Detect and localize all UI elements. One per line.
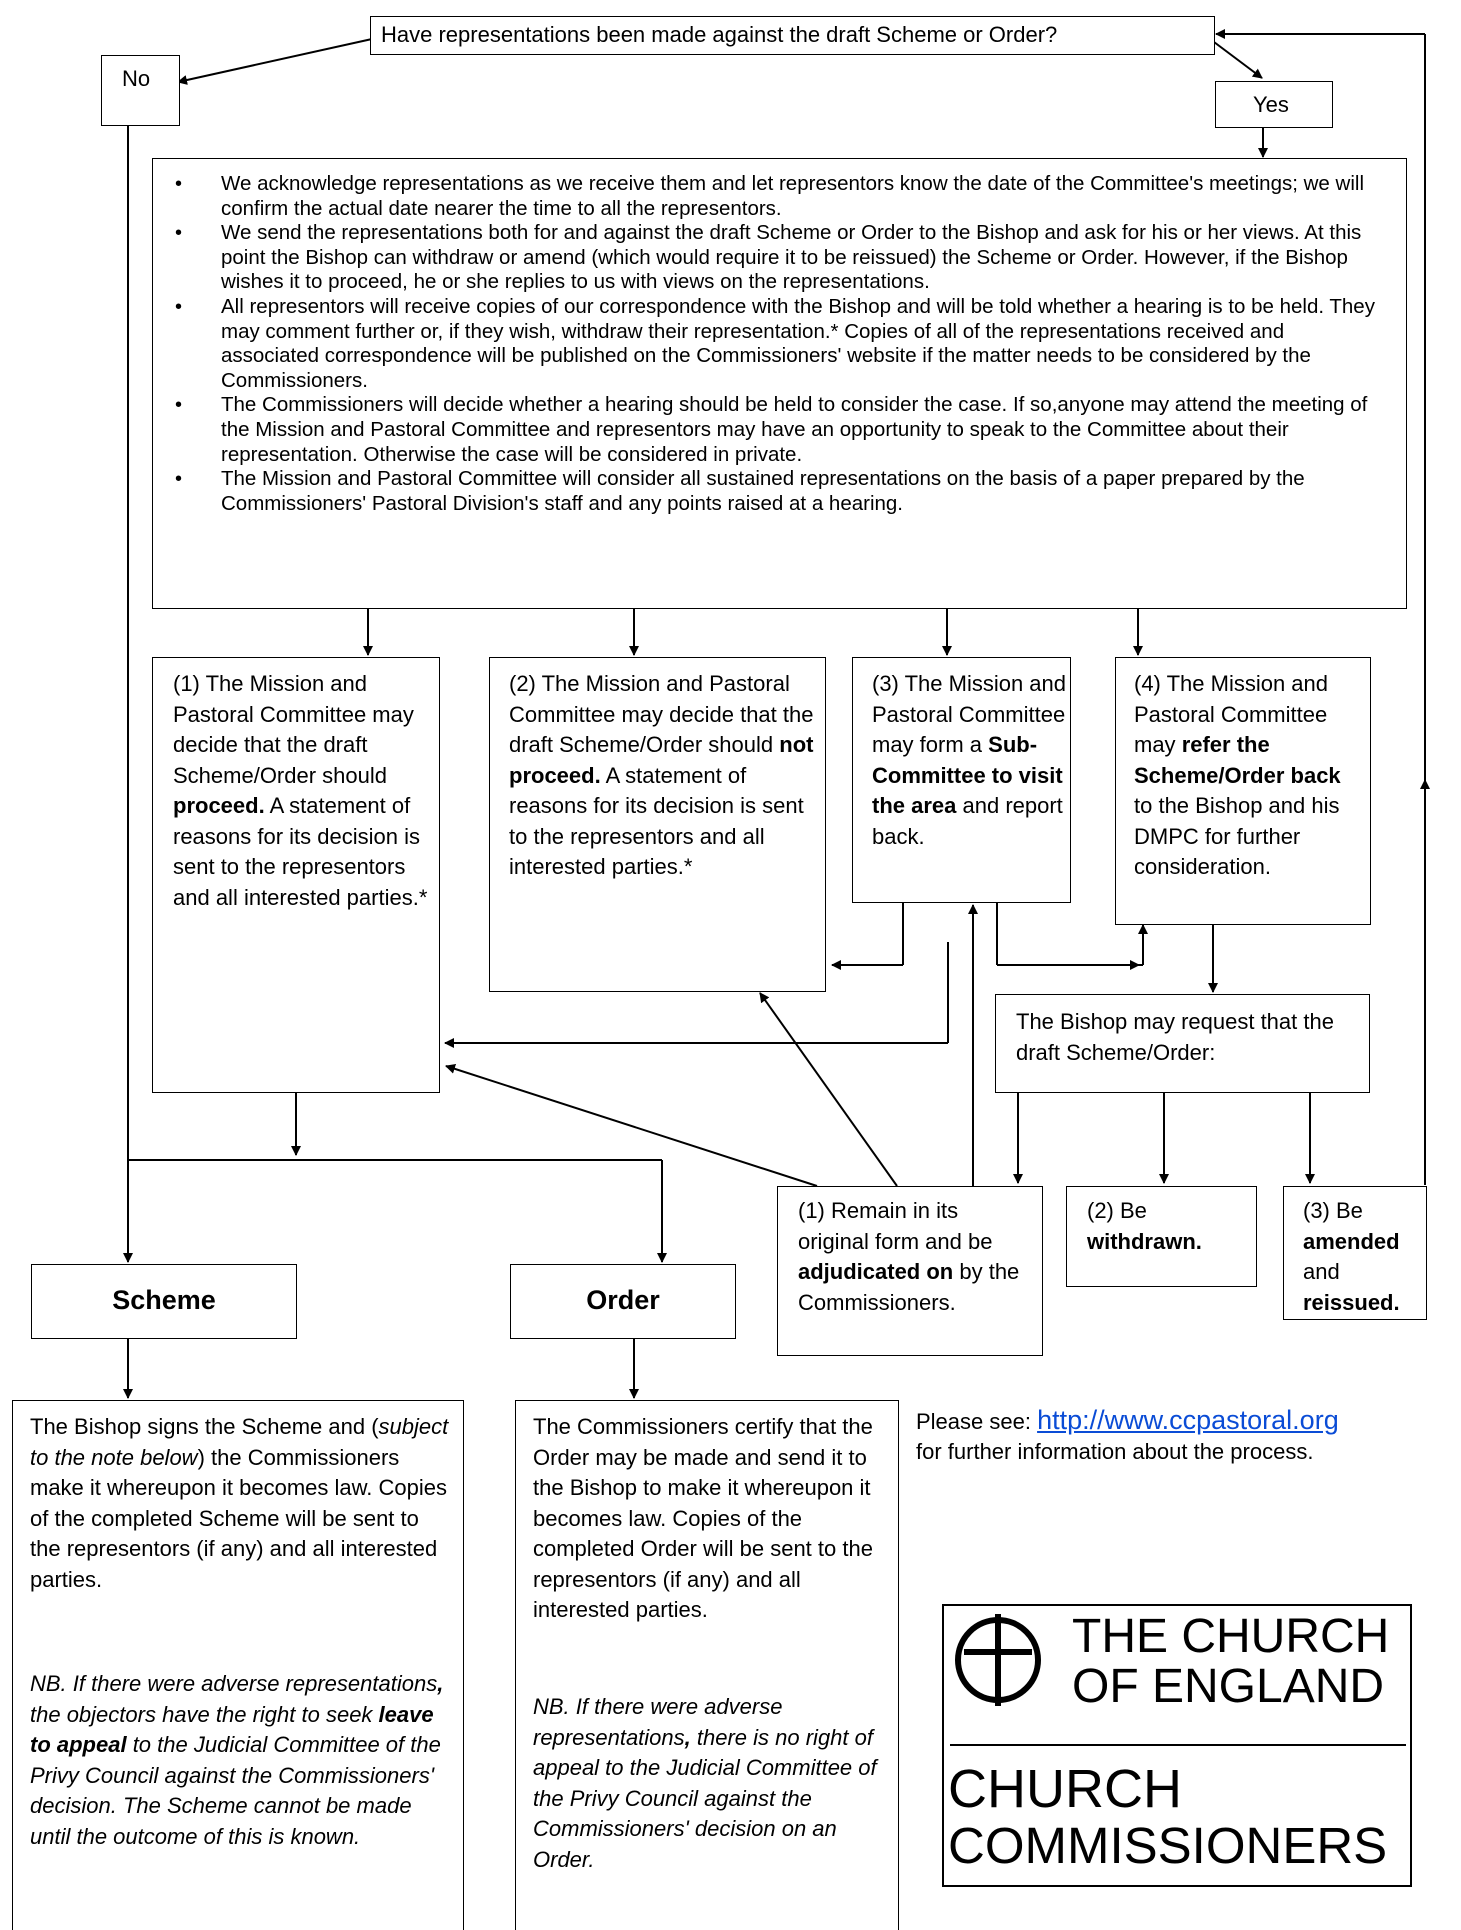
amended-text: (3) Be amended and reissued. [1303,1198,1400,1315]
process-bullet: The Commissioners will decide whether a … [153,393,1383,467]
church-commissioners-logo: THE CHURCH OF ENGLAND CHURCH COMMISSIONE… [942,1604,1412,1887]
option1-text: (1) The Mission and Pastoral Committee m… [173,671,428,910]
yes-box: Yes [1215,81,1333,128]
order-process-text: The Commissioners certify that the Order… [533,1414,873,1622]
scheme-process-box: The Bishop signs the Scheme and (subject… [12,1400,464,1930]
process-box: We acknowledge representations as we rec… [152,158,1407,609]
bishop-request-text: The Bishop may request that the draft Sc… [1016,1009,1334,1065]
amended-box: (3) Be amended and reissued. [1283,1186,1427,1320]
yes-label: Yes [1253,92,1289,117]
no-label: No [122,66,151,91]
withdrawn-text: (2) Be withdrawn. [1087,1198,1202,1254]
info-suffix: for further information about the proces… [916,1439,1314,1464]
logo-line3: CHURCH [948,1759,1182,1819]
no-box: No [101,55,180,126]
arrow-question-to-yes [1213,41,1263,79]
option2-text: (2) The Mission and Pastoral Committee m… [509,671,814,879]
option1-proceed-box: (1) The Mission and Pastoral Committee m… [152,657,440,1093]
ccpastoral-link[interactable]: http://www.ccpastoral.org [1037,1405,1339,1435]
info-note: Please see: http://www.ccpastoral.org fo… [916,1405,1456,1467]
arrow-question-to-no [177,38,373,85]
cross-circle-icon [955,1614,1041,1706]
process-bullets: We acknowledge representations as we rec… [153,172,1383,516]
scheme-process-text: The Bishop signs the Scheme and (subject… [30,1414,449,1592]
question-text: Have representations been made against t… [381,22,1058,47]
logo-line4: COMMISSIONERS [948,1817,1388,1874]
arrow-remain-to-opt2 [759,992,898,1187]
scheme-box: Scheme [31,1264,297,1339]
logo-divider [950,1744,1406,1746]
scheme-label: Scheme [112,1285,216,1315]
order-box: Order [510,1264,736,1339]
bishop-request-box: The Bishop may request that the draft Sc… [995,994,1370,1093]
logo-line2: OF ENGLAND [1072,1660,1385,1713]
option4-text: (4) The Mission and Pastoral Committee m… [1134,671,1341,879]
question-box: Have representations been made against t… [370,16,1215,55]
process-bullet: The Mission and Pastoral Committee will … [153,467,1383,516]
scheme-nb-text: NB. If there were adverse representation… [30,1671,444,1849]
process-bullet: We acknowledge representations as we rec… [153,172,1383,221]
order-label: Order [586,1285,660,1315]
option4-refer-back-box: (4) The Mission and Pastoral Committee m… [1115,657,1371,925]
remain-box: (1) Remain in its original form and be a… [777,1186,1043,1356]
process-bullet: All representors will receive copies of … [153,295,1383,393]
info-prefix: Please see: [916,1409,1038,1434]
option3-subcommittee-box: (3) The Mission and Pastoral Committee m… [852,657,1071,903]
withdrawn-box: (2) Be withdrawn. [1066,1186,1257,1287]
option2-not-proceed-box: (2) The Mission and Pastoral Committee m… [489,657,826,992]
remain-text: (1) Remain in its original form and be a… [798,1198,1020,1315]
process-bullet: We send the representations both for and… [153,221,1383,295]
order-nb-text: NB. If there were adverse representation… [533,1694,877,1872]
option3-text: (3) The Mission and Pastoral Committee m… [872,671,1067,849]
logo-line1: THE CHURCH [1072,1610,1390,1663]
order-process-box: The Commissioners certify that the Order… [515,1400,899,1930]
arrow-remain-to-opt1 [445,1064,818,1187]
